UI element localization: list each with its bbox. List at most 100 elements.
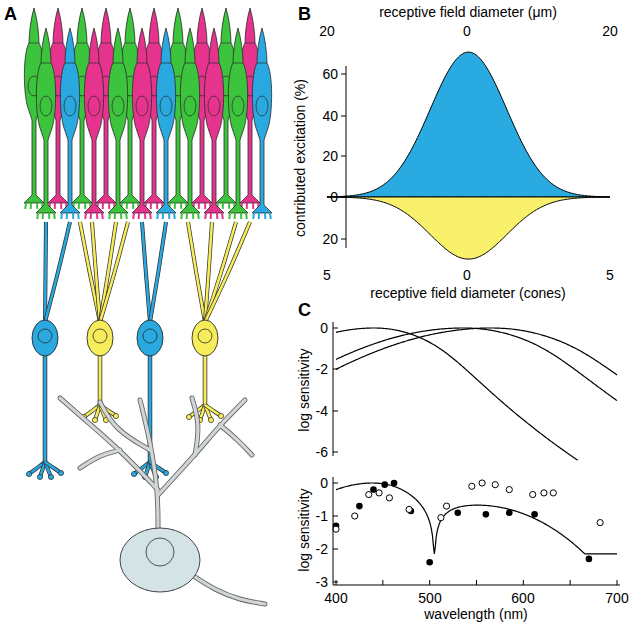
cone-foot bbox=[269, 213, 272, 219]
data-point-open bbox=[352, 513, 358, 519]
cone-foot bbox=[156, 213, 159, 219]
tick-label: 5 bbox=[323, 267, 331, 283]
data-point-filled bbox=[426, 559, 433, 566]
tick-label: 5 bbox=[606, 267, 614, 283]
cone-body bbox=[252, 28, 272, 213]
x-tick bbox=[476, 580, 477, 585]
y-tick bbox=[333, 549, 338, 550]
cone-foot bbox=[186, 213, 188, 219]
data-point-filled bbox=[381, 481, 388, 488]
axon-outline bbox=[203, 352, 208, 405]
cone-foot bbox=[216, 213, 218, 219]
bipolar-dendrite bbox=[142, 222, 150, 322]
y-tick bbox=[333, 369, 338, 370]
cone-foot bbox=[54, 203, 56, 209]
segment-boundary bbox=[137, 63, 147, 64]
cone-foot bbox=[48, 213, 50, 219]
bipolar-dendrite bbox=[80, 222, 100, 322]
cone-foot bbox=[120, 213, 122, 219]
terminal-bouton bbox=[58, 470, 63, 475]
ganglion-outline bbox=[158, 400, 245, 495]
x-tick bbox=[429, 580, 430, 585]
bipolar-dendrite bbox=[45, 222, 46, 322]
x-tick bbox=[617, 580, 618, 585]
cone-body bbox=[84, 28, 104, 213]
segment-boundary bbox=[173, 43, 183, 44]
x-tick bbox=[570, 580, 571, 585]
data-point-open bbox=[530, 491, 536, 497]
segment-boundary bbox=[113, 63, 123, 64]
cone-nucleus bbox=[136, 96, 148, 116]
cone-body bbox=[180, 28, 200, 213]
bipolar-nucleus bbox=[93, 329, 107, 343]
cone-foot bbox=[138, 213, 140, 219]
panel-letter: A bbox=[4, 4, 17, 24]
cone-foot bbox=[60, 213, 63, 219]
cone-foot bbox=[149, 213, 152, 219]
cone-foot bbox=[210, 213, 212, 219]
bipolar-nucleus bbox=[198, 329, 212, 343]
data-point-filled bbox=[483, 511, 490, 518]
tick-label: -4 bbox=[316, 403, 328, 419]
retina-illustration bbox=[24, 8, 272, 604]
x-tick bbox=[336, 580, 337, 585]
cone-foot bbox=[264, 213, 266, 219]
terminal-bouton bbox=[26, 471, 31, 476]
x-tick bbox=[382, 580, 383, 585]
tick-label: 500 bbox=[418, 590, 441, 606]
data-point-open bbox=[406, 506, 412, 512]
cone-foot bbox=[78, 203, 80, 209]
cone-nucleus bbox=[64, 96, 76, 116]
dendrite-outline bbox=[45, 222, 70, 322]
cone-foot bbox=[36, 213, 39, 219]
y-tick bbox=[333, 452, 338, 453]
cone-foot bbox=[240, 213, 242, 219]
segment-boundary bbox=[29, 43, 39, 44]
axis-title: log sensitivity bbox=[296, 488, 312, 571]
cone-foot bbox=[246, 203, 248, 209]
segment-boundary bbox=[197, 43, 207, 44]
cone-foot bbox=[228, 213, 231, 219]
cone-cell bbox=[180, 28, 200, 219]
tick-label: 20 bbox=[602, 23, 618, 39]
y-tick bbox=[333, 328, 338, 329]
terminal-bouton bbox=[131, 471, 136, 476]
dendrite-outline bbox=[188, 222, 205, 322]
terminal-bouton bbox=[163, 470, 168, 475]
cone-foot bbox=[108, 203, 110, 209]
data-point-filled bbox=[586, 556, 593, 563]
cone-foot bbox=[252, 203, 254, 209]
ganglion-dendrite bbox=[220, 425, 252, 455]
cone-foot bbox=[204, 213, 207, 219]
axis-title: wavelength (nm) bbox=[424, 606, 528, 622]
cone-foot bbox=[168, 213, 170, 219]
segment-boundary bbox=[65, 63, 75, 64]
data-point-open bbox=[479, 480, 485, 486]
cone-body bbox=[60, 28, 80, 213]
cone-foot bbox=[77, 213, 80, 219]
data-point-filled bbox=[356, 503, 363, 510]
segment-boundary bbox=[41, 63, 51, 64]
x-tick bbox=[523, 580, 524, 585]
ganglion-dendrite bbox=[158, 400, 245, 495]
cone-foot bbox=[96, 213, 98, 219]
bipolar-dendrite bbox=[205, 222, 250, 322]
dendrite-outline bbox=[100, 222, 128, 322]
axis-title: receptive field diameter (cones) bbox=[370, 285, 565, 301]
cone-foot bbox=[173, 213, 176, 219]
ganglion-cell bbox=[60, 398, 265, 604]
data-point-filled bbox=[506, 509, 513, 516]
y-tick bbox=[333, 411, 338, 412]
cone-cell bbox=[84, 28, 104, 219]
data-point-open bbox=[376, 490, 382, 496]
ganglion-outline bbox=[192, 398, 198, 455]
tick-label: 0 bbox=[320, 320, 328, 336]
cone-foot bbox=[24, 203, 27, 209]
cone-cell bbox=[108, 28, 128, 219]
bipolar-soma bbox=[87, 320, 113, 356]
bipolar-dendrite bbox=[100, 222, 128, 322]
data-point-open bbox=[541, 490, 547, 496]
cone-cell bbox=[156, 28, 176, 219]
dendrite-outline bbox=[142, 222, 150, 322]
